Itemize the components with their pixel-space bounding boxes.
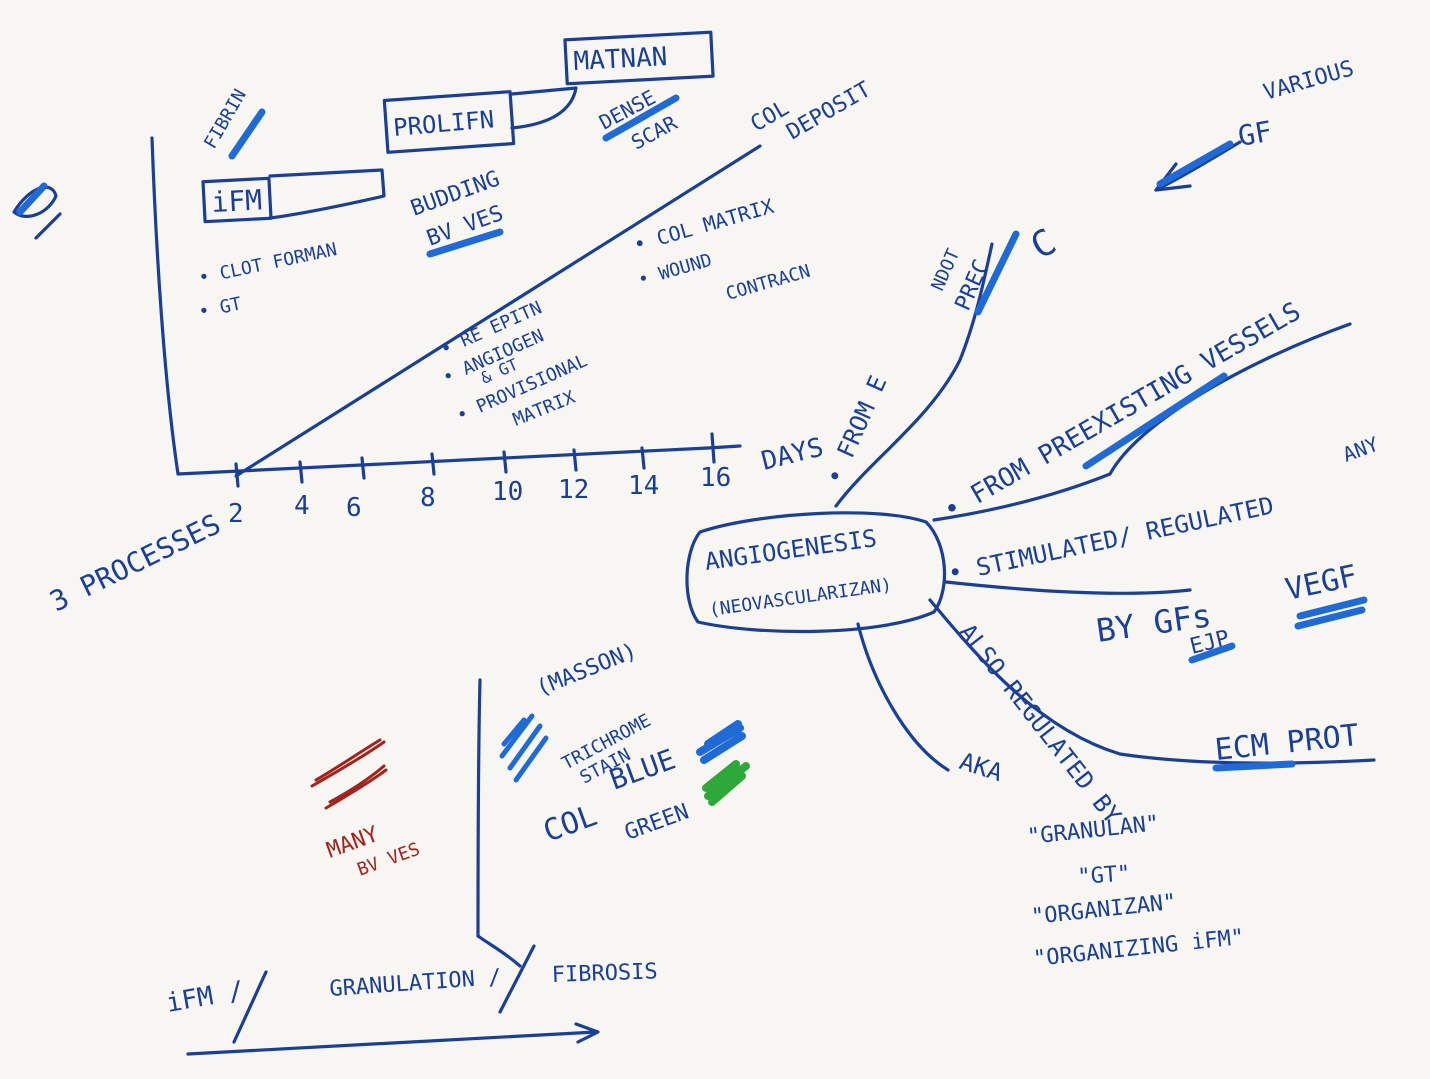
various-label: VARIOUS — [1261, 56, 1357, 106]
tick-label: 10 — [492, 477, 523, 507]
tick-label: 8 — [420, 483, 436, 513]
masson-label: (MASSON) — [533, 639, 641, 702]
eye-doodle-icon — [12, 182, 62, 240]
budding-highlight — [426, 228, 504, 258]
aka-item: "ORGANIZING iFM" — [1032, 925, 1245, 972]
tick-label: 6 — [346, 493, 362, 523]
maturation-note: • COL MATRIX — [631, 194, 777, 257]
branch-also-regulated: ALSO REGULATED BY — [953, 618, 1127, 829]
mindmap-branches — [834, 242, 1376, 772]
center-title: ANGIOGENESIS — [703, 524, 879, 576]
phase-label: MATNAN — [573, 42, 668, 77]
aka-item: "GRANULAN" — [1026, 811, 1160, 850]
bottom-divider — [498, 944, 536, 1014]
tick-label: 16 — [700, 463, 731, 493]
tick-label: 12 — [558, 475, 589, 505]
ifm-note: • CLOT FORMAN — [197, 239, 339, 289]
phase-ifm: iFM — [201, 168, 386, 224]
center-subtitle: (NEOVASCULARIZAN) — [708, 575, 893, 621]
timeline-axes — [150, 136, 762, 478]
phase-proliferation: PROLIFN — [382, 86, 578, 154]
bottom-divider — [232, 970, 268, 1044]
prec-highlight — [974, 230, 1020, 316]
col-deposit-label: DEPOSIT — [783, 77, 876, 145]
aka-label: AKA — [956, 747, 1006, 787]
maturation-note: • WOUND — [636, 250, 715, 291]
tick-label: 2 — [228, 499, 244, 529]
any-label: ANY — [1340, 432, 1382, 467]
tick-label: 14 — [628, 471, 659, 501]
maturation-note: CONTRACN — [724, 261, 813, 305]
bottom-label-fibrosis: FIBROSIS — [551, 959, 658, 988]
red-vessel-doodle — [310, 738, 388, 810]
vegf-highlight — [1294, 596, 1368, 630]
branch-from-endot: • FROM E — [820, 371, 893, 488]
preexisting-highlight — [1082, 372, 1228, 470]
y-axis-label: 3 PROCESSES — [45, 507, 226, 618]
stain-axes — [186, 678, 600, 1056]
green-swatch — [702, 760, 750, 806]
dense-scar-highlight — [602, 94, 680, 142]
hatch-marks — [499, 713, 549, 783]
aka-item: "ORGANIZAN" — [1030, 890, 1178, 930]
fibrin-highlight — [228, 108, 266, 160]
bottom-label-ifm: iFM / — [164, 976, 246, 1019]
tick-label: 4 — [294, 491, 310, 521]
ifm-note: • GT — [197, 293, 244, 323]
branch-preexisting: • FROM PREEXISTING VESSELS — [939, 297, 1306, 526]
ejp-highlight — [1188, 642, 1236, 664]
aka-item: "GT" — [1077, 861, 1132, 890]
angiogenesis-node: ANGIOGENESIS (NEOVASCULARIZAN) — [685, 511, 947, 634]
ecm-highlight — [1212, 760, 1296, 772]
branch-stimulated: • STIMULATED/ REGULATED — [945, 491, 1276, 587]
col-label: COL — [539, 798, 602, 849]
tick-marks — [234, 446, 646, 488]
phase-label: iFM — [211, 183, 263, 219]
branch-from-endot-c: C — [1024, 221, 1063, 267]
x-axis-unit: DAYS — [758, 433, 826, 477]
arrow-left-icon — [1154, 140, 1242, 192]
gf-label: GF — [1235, 115, 1274, 153]
blue-swatch — [696, 720, 746, 764]
tick-labels: 2 4 6 8 10 12 14 16 — [228, 463, 731, 529]
phase-maturation: MATNAN — [563, 30, 715, 86]
bottom-label-granulation: GRANULATION / — [329, 965, 503, 1002]
green-label: GREEN — [622, 799, 693, 845]
phase-label: PROLIFN — [392, 105, 495, 142]
